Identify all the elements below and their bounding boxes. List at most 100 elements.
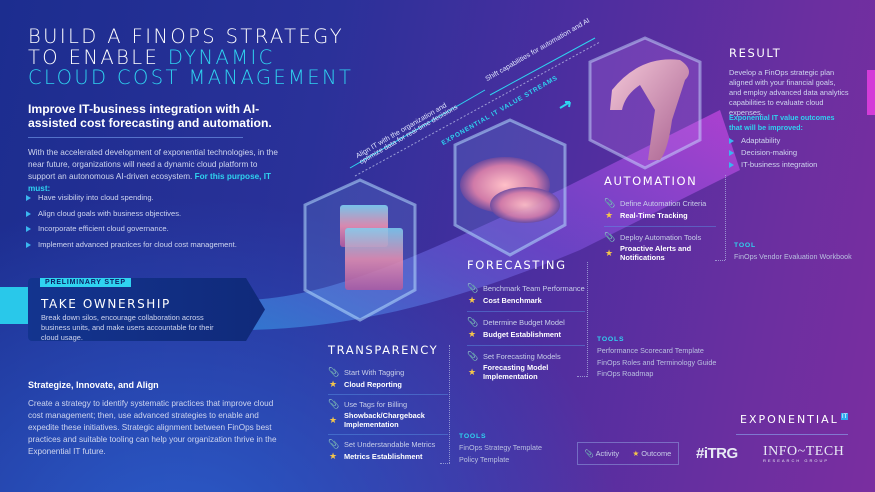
triangle-bullet-icon <box>26 242 31 248</box>
legend-outcome: ★ Outcome <box>632 449 672 458</box>
paperclip-icon: 📎 <box>328 367 340 377</box>
result-bullet: Adaptability <box>729 136 780 145</box>
forecasting-tools-label: TOOLS <box>597 336 625 343</box>
star-icon: ★ <box>328 414 338 425</box>
itrg-logo: #iTRG <box>696 445 738 462</box>
dotted-connector <box>715 260 725 261</box>
transparency-tools-label: TOOLS <box>459 433 487 440</box>
outcome-item: ★Cost Benchmark <box>467 295 542 306</box>
dotted-connector <box>440 463 450 464</box>
tool-link[interactable]: FinOps Roadmap <box>597 369 654 378</box>
ice-cube-image-2 <box>345 228 403 290</box>
triangle-bullet-icon <box>729 162 734 168</box>
outcome-item: ★Metrics Establishment <box>328 451 423 462</box>
tool-link[interactable]: FinOps Strategy Template <box>459 443 542 452</box>
result-accent-bar <box>867 70 875 115</box>
outcome-item: ★Real-Time Tracking <box>604 210 688 221</box>
outcome-item: ★Cloud Reporting <box>328 379 402 390</box>
activity-item: 📎Determine Budget Model <box>467 317 565 328</box>
star-icon: ★ <box>604 210 614 220</box>
outcome-item: ★Proactive Alerts and Notifications <box>604 244 692 262</box>
tool-link[interactable]: Policy Template <box>459 454 510 464</box>
subtitle: Improve IT-business integration with AI-… <box>28 102 272 130</box>
activity-item: 📎Start With Tagging <box>328 367 405 378</box>
star-icon: ★ <box>632 449 640 458</box>
paperclip-icon: 📎 <box>584 449 594 458</box>
dotted-connector <box>725 175 726 260</box>
star-icon: ★ <box>328 451 338 461</box>
paperclip-icon: 📎 <box>467 317 479 327</box>
arrow-icon <box>559 101 571 109</box>
bullet-item: Incorporate efficient cloud governance. <box>26 224 169 233</box>
activity-item: 📎Deploy Automation Tools <box>604 232 702 243</box>
separator <box>467 311 585 312</box>
forecasting-list: 📎Benchmark Team Performance ★Cost Benchm… <box>467 284 585 381</box>
automation-list: 📎Define Automation Criteria ★Real-Time T… <box>604 199 716 262</box>
triangle-bullet-icon <box>729 150 734 156</box>
tool-link[interactable]: FinOps Vendor Evaluation Workbook <box>734 252 852 261</box>
triangle-bullet-icon <box>26 195 31 201</box>
result-title: RESULT <box>729 46 782 60</box>
activity-item: 📎Use Tags for Billing <box>328 399 408 410</box>
strategize-text: Create a strategy to identify systematic… <box>28 399 277 456</box>
automation-hexagon <box>588 36 702 170</box>
paperclip-icon: 📎 <box>328 399 340 409</box>
star-icon: ★ <box>467 295 477 305</box>
bullet-item: Implement advanced practices for cloud c… <box>26 240 237 249</box>
take-ownership-title: TAKE OWNERSHIP <box>41 297 171 311</box>
result-text: Develop a FinOps strategic plan aligned … <box>729 68 849 117</box>
separator <box>328 434 448 435</box>
outcome-item: ★Budget Establishment <box>467 329 562 340</box>
legend-activity: 📎 Activity <box>584 449 620 458</box>
result-bullet: Decision-making <box>729 148 797 157</box>
paperclip-icon: 📎 <box>604 232 616 242</box>
bullet-item: Align cloud goals with business objectiv… <box>26 209 181 218</box>
star-icon: ★ <box>328 379 338 389</box>
triangle-bullet-icon <box>729 138 734 144</box>
activity-item: 📎Define Automation Criteria <box>604 198 707 209</box>
dotted-connector <box>577 376 587 377</box>
separator <box>604 226 716 227</box>
separator <box>328 394 448 395</box>
intro-text: With the accelerated development of expo… <box>28 148 278 193</box>
result-bullet: IT-business integration <box>729 160 817 169</box>
automation-tools: FinOps Vendor Evaluation Workbook <box>734 251 852 263</box>
star-icon: ★ <box>467 329 477 339</box>
outcome-item: ★Showback/Chargeback Implementation <box>328 411 425 429</box>
automation-tools-label: TOOL <box>734 242 756 249</box>
activity-item: 📎Set Forecasting Models <box>467 351 561 362</box>
preliminary-step-tag: PRELIMINARY STEP <box>40 278 131 287</box>
take-ownership-text: Break down silos, encourage collaboratio… <box>41 313 214 342</box>
star-icon: ★ <box>467 366 477 377</box>
robot-arm-image <box>610 59 689 160</box>
divider <box>28 137 243 138</box>
legend: 📎 Activity ★ Outcome <box>577 442 679 465</box>
logo-divider <box>736 434 848 435</box>
outcome-item: ★Forecasting Model Implementation <box>467 363 549 381</box>
automation-title: AUTOMATION <box>604 174 698 188</box>
result-highlight: Exponential IT value outcomes that will … <box>729 113 835 132</box>
activity-item: 📎Set Understandable Metrics <box>328 439 436 450</box>
forecasting-title: FORECASTING <box>467 258 567 272</box>
bullet-item: Have visibility into cloud spending. <box>26 193 154 202</box>
paperclip-icon: 📎 <box>328 439 340 449</box>
take-ownership-card <box>28 278 265 341</box>
dotted-connector <box>587 262 588 377</box>
dotted-connector <box>449 345 450 463</box>
tool-link[interactable]: FinOps Roles and Terminology Guide <box>597 357 717 367</box>
triangle-bullet-icon <box>26 211 31 217</box>
strategize-heading: Strategize, Innovate, and Align <box>28 380 159 390</box>
tool-link[interactable]: Performance Scorecard Template <box>597 346 704 355</box>
separator <box>467 345 585 346</box>
page-title: BUILD A FINOPS STRATEGY TO ENABLE DYNAMI… <box>28 25 354 89</box>
triangle-bullet-icon <box>26 226 31 232</box>
paperclip-icon: 📎 <box>604 198 616 208</box>
transparency-title: TRANSPARENCY <box>328 343 439 357</box>
star-icon: ★ <box>604 247 614 258</box>
